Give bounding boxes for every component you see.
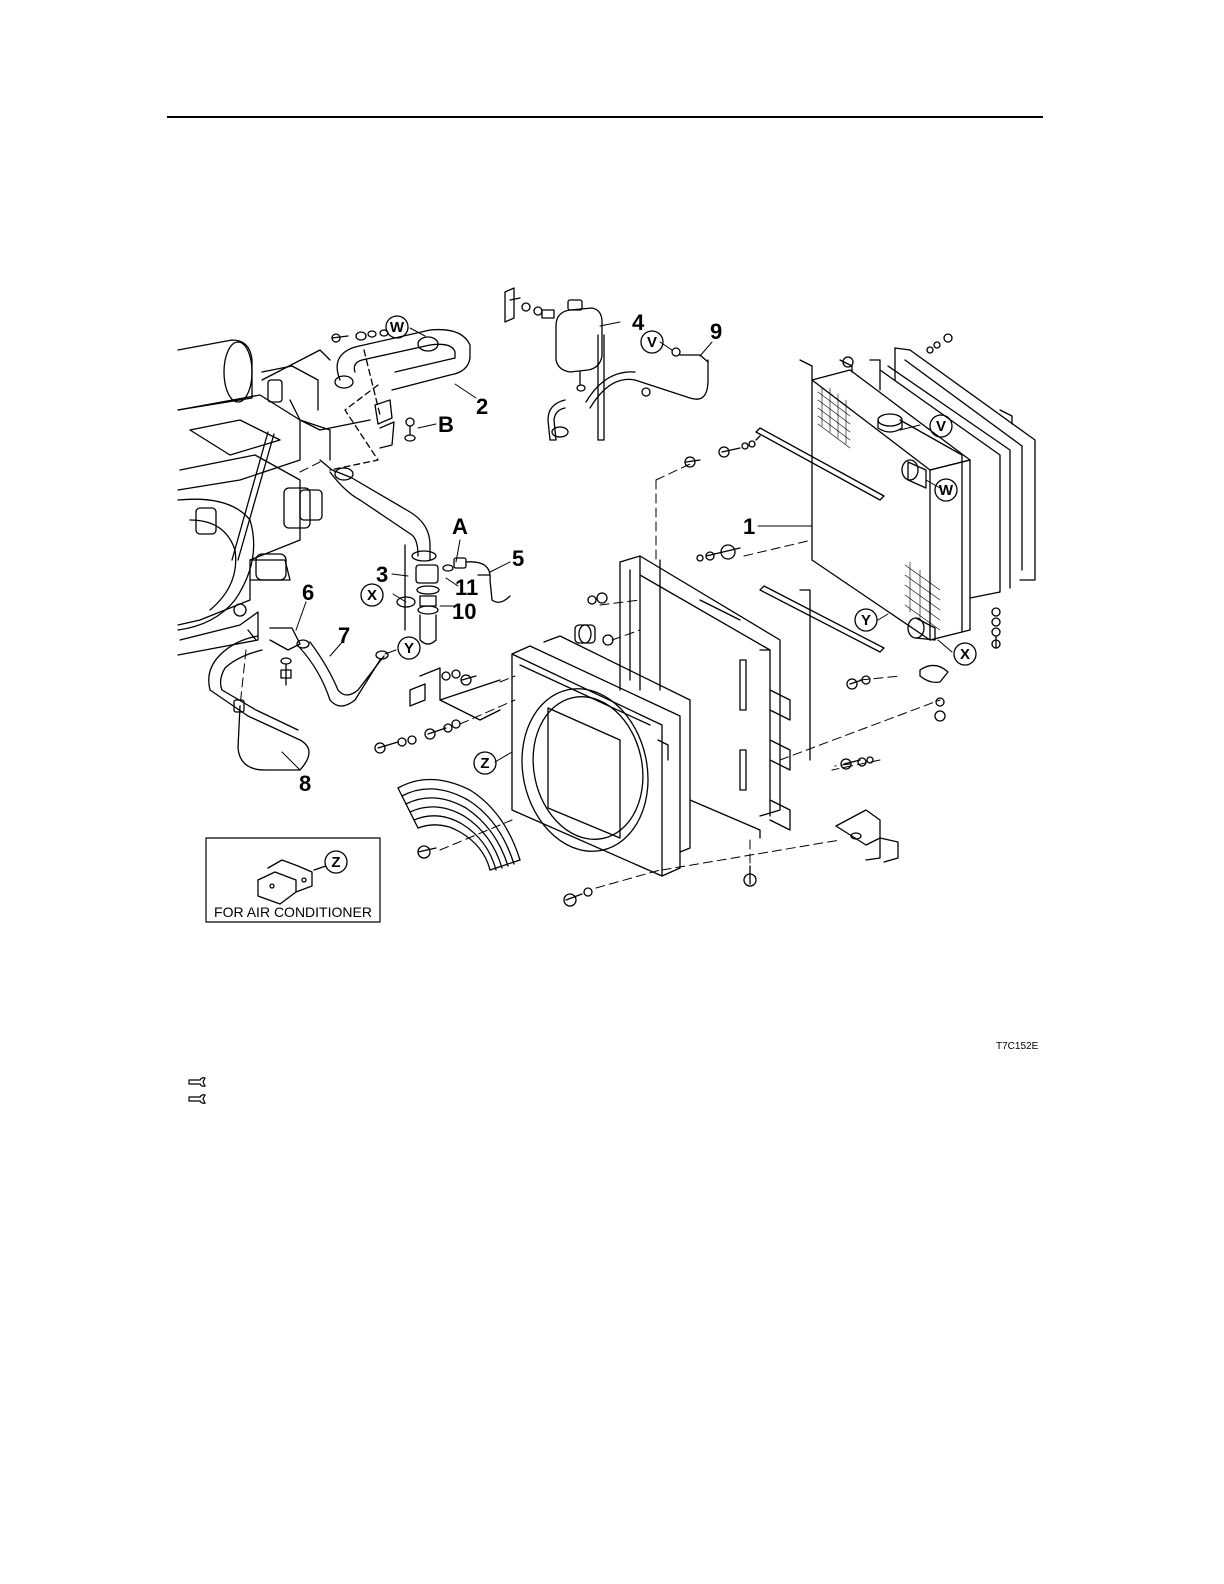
- lower-radiator-hose: [320, 460, 439, 644]
- svg-text:Z: Z: [331, 854, 340, 871]
- callout-10: 10: [452, 599, 476, 624]
- svg-text:W: W: [390, 319, 405, 336]
- callout-2: 2: [476, 394, 488, 419]
- fan-guard: [398, 779, 520, 870]
- upper-radiator-hose: [330, 330, 470, 470]
- connection-marker-y-1: Y: [398, 637, 420, 659]
- wrench-icon: [188, 1075, 208, 1089]
- connection-marker-v-2: V: [930, 415, 952, 437]
- svg-text:X: X: [367, 587, 377, 604]
- callout-b: B: [438, 412, 454, 437]
- callout-7: 7: [338, 623, 350, 648]
- radiator-core: [756, 357, 970, 652]
- connection-marker-w-2: W: [935, 479, 957, 501]
- leader-lines: [282, 322, 952, 770]
- fasteners: [375, 441, 1000, 906]
- air-conditioner-inset: Z FOR AIR CONDITIONER: [206, 838, 380, 922]
- callout-4: 4: [632, 310, 645, 335]
- svg-text:V: V: [936, 418, 946, 435]
- reservoir-tank: [505, 288, 708, 440]
- callout-a: A: [452, 514, 468, 539]
- fan-shroud: [507, 636, 690, 876]
- connection-marker-x-2: X: [954, 643, 976, 665]
- callout-6: 6: [302, 580, 314, 605]
- callout-5: 5: [512, 546, 524, 571]
- oil-cooler-hoses: [209, 628, 388, 770]
- connection-marker-y-2: Y: [855, 609, 877, 631]
- callout-1: 1: [743, 514, 755, 539]
- callout-11: 11: [455, 575, 478, 600]
- connection-marker-x-1: X: [361, 584, 383, 606]
- svg-text:X: X: [960, 646, 970, 663]
- assembly-guide-lines: [240, 462, 940, 888]
- wrench-icon: [188, 1092, 208, 1106]
- svg-text:Y: Y: [404, 640, 414, 657]
- svg-text:W: W: [939, 482, 954, 499]
- svg-text:V: V: [647, 334, 657, 351]
- callout-3: 3: [376, 562, 388, 587]
- callout-8: 8: [299, 771, 311, 796]
- svg-text:Z: Z: [480, 755, 489, 772]
- connection-marker-z-1: Z: [474, 752, 496, 774]
- connection-marker-w-1: W: [386, 316, 408, 338]
- callout-9: 9: [710, 319, 722, 344]
- figure-code: T7C152E: [996, 1041, 1038, 1052]
- bolt-b: [405, 418, 415, 441]
- svg-text:Y: Y: [861, 612, 871, 629]
- inset-caption: FOR AIR CONDITIONER: [214, 904, 372, 920]
